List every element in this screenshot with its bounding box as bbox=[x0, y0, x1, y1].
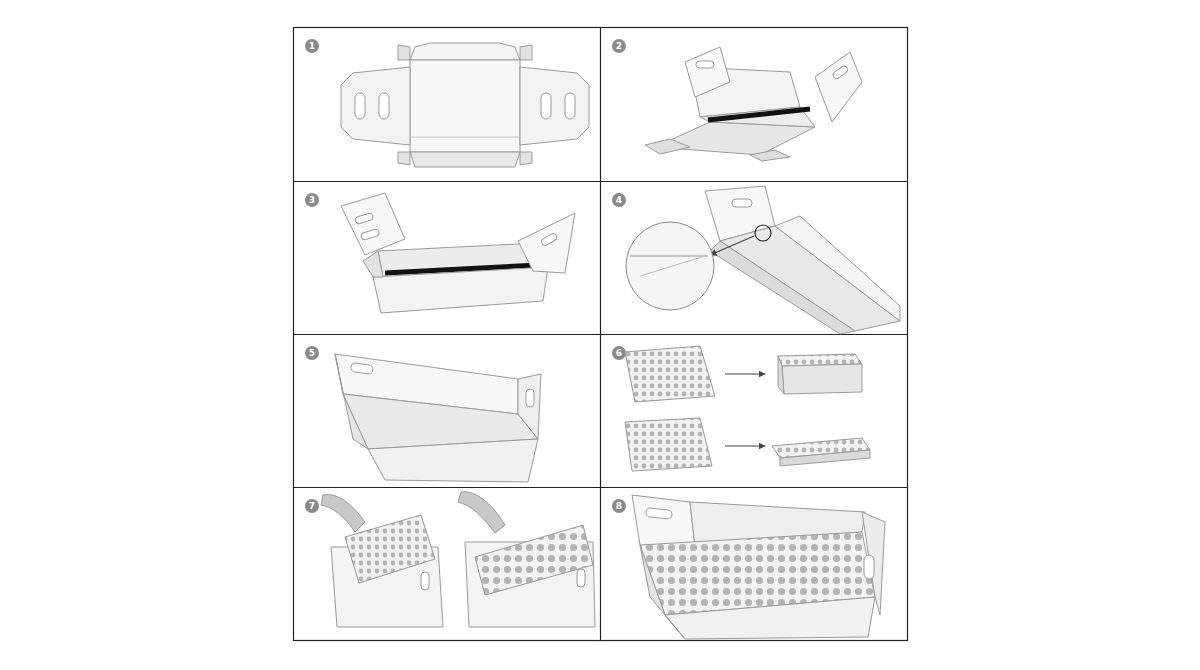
box-with-flaps bbox=[341, 193, 575, 313]
flat-blank bbox=[341, 43, 589, 167]
assembled-tray bbox=[335, 354, 541, 482]
callout-number: 5 bbox=[305, 346, 319, 360]
callout-number: 6 bbox=[612, 346, 626, 360]
inserting-insert bbox=[321, 492, 595, 627]
callout-number: 1 bbox=[305, 39, 319, 53]
step-badges bbox=[305, 39, 626, 513]
callout-number: 7 bbox=[305, 499, 319, 513]
panel-grid bbox=[294, 28, 908, 641]
finished-box bbox=[632, 495, 885, 639]
callout-number: 8 bbox=[612, 499, 626, 513]
callout-number: 4 bbox=[612, 193, 626, 207]
callout-number: 3 bbox=[305, 193, 319, 207]
corner-closeup bbox=[626, 186, 900, 334]
insert-pieces bbox=[625, 346, 870, 471]
folding-walls bbox=[645, 47, 862, 161]
callout-number: 2 bbox=[612, 39, 626, 53]
